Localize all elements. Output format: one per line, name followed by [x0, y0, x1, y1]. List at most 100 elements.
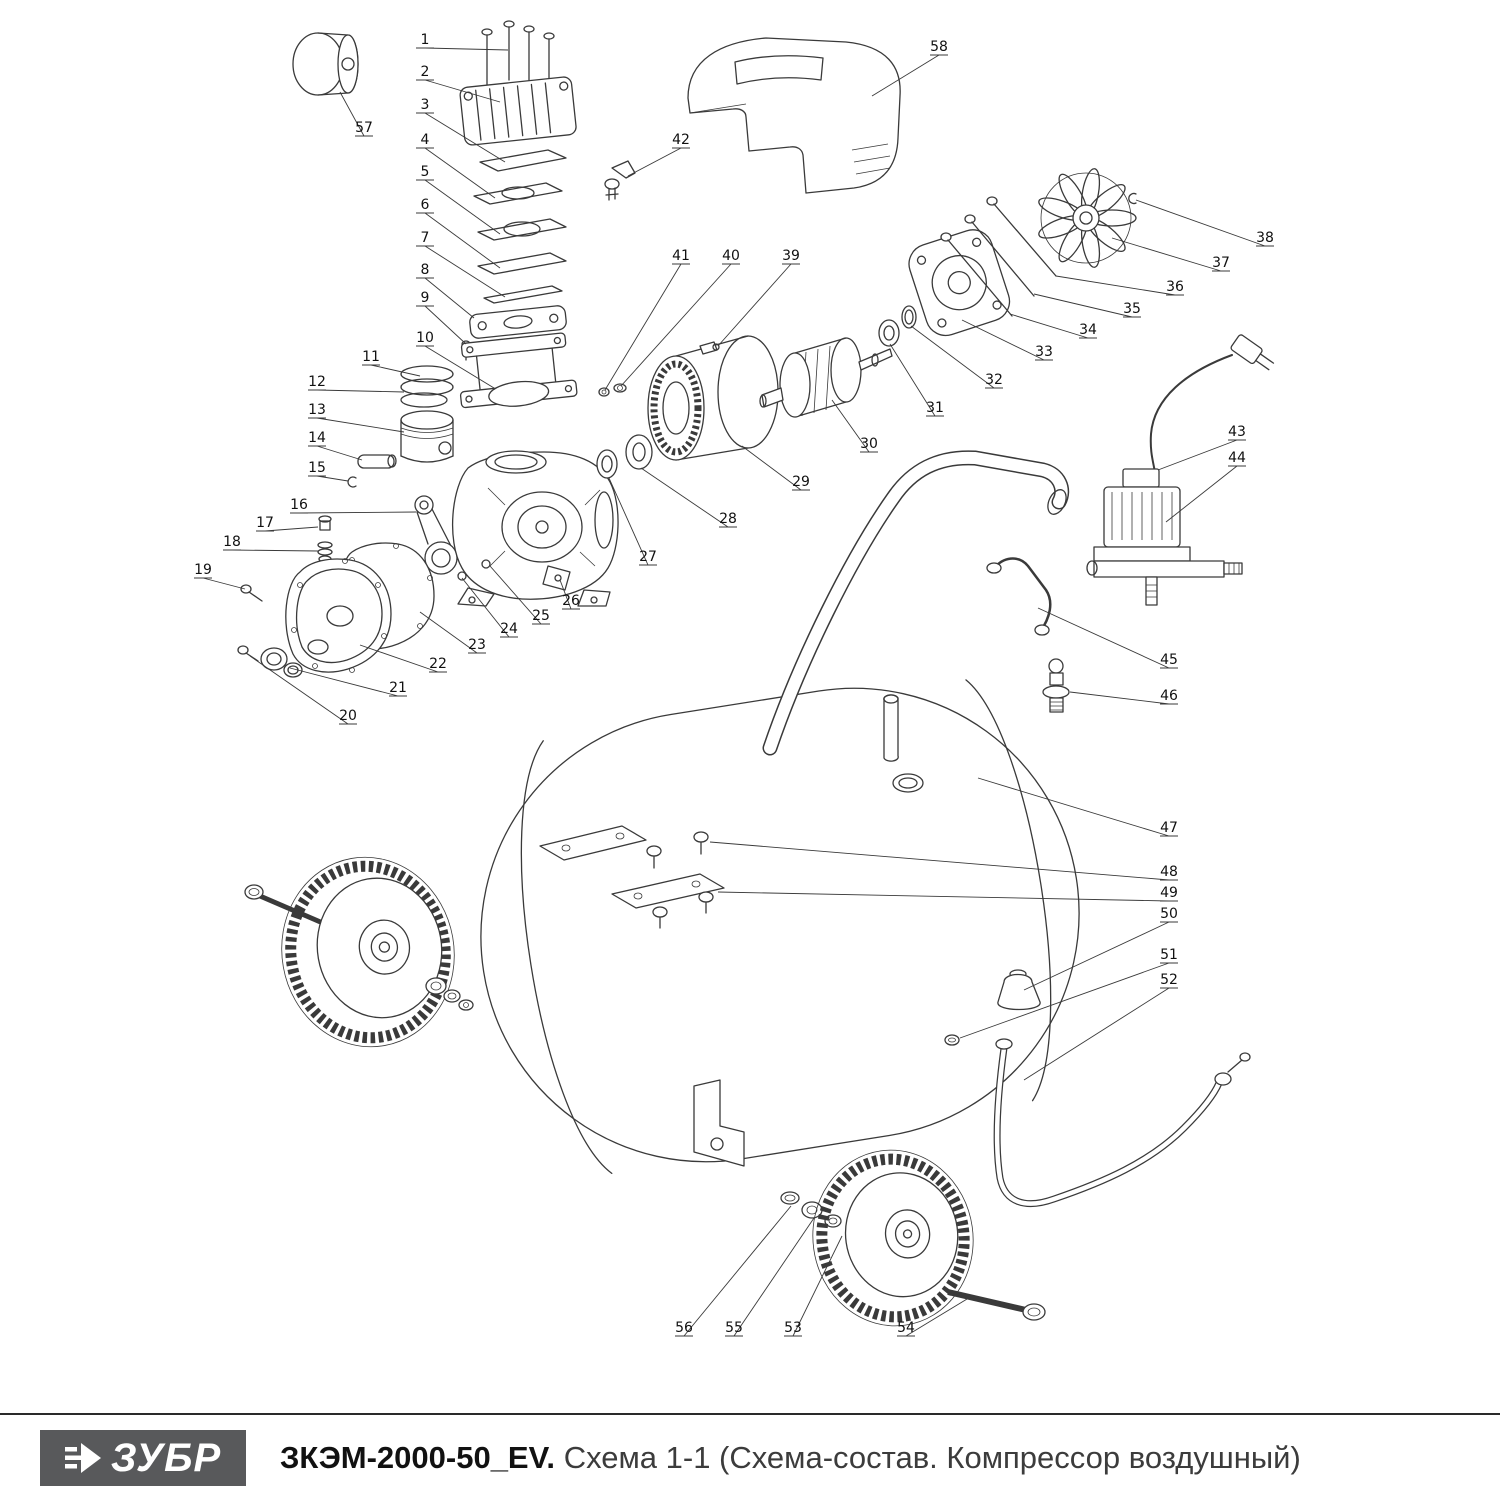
svg-text:55: 55 [725, 1320, 743, 1336]
callout-54: 54 [897, 1295, 973, 1337]
breather-drawing [317, 515, 333, 563]
svg-text:31: 31 [926, 400, 944, 416]
callout-50: 50 [1023, 906, 1178, 991]
svg-text:2: 2 [421, 64, 430, 80]
tank-drawing [480, 679, 1080, 1175]
svg-text:16: 16 [290, 497, 308, 513]
svg-text:52: 52 [1160, 972, 1178, 988]
callout-9: 9 [416, 290, 467, 345]
callout-37: 37 [1111, 237, 1230, 272]
callout-32: 32 [910, 325, 1003, 389]
callout-15: 15 [308, 460, 349, 482]
svg-text:20: 20 [339, 708, 357, 724]
callout-40: 40 [620, 248, 740, 387]
callout-36: 36 [1055, 275, 1184, 296]
tank-port-drawing [892, 773, 924, 793]
washers-55-56-drawing [780, 1191, 842, 1228]
svg-text:56: 56 [675, 1320, 693, 1336]
svg-text:25: 25 [532, 608, 550, 624]
bearing-28-drawing [625, 434, 653, 470]
drain-pipe-drawing [993, 1038, 1251, 1208]
standpipe-drawing [883, 694, 899, 762]
piston-pin-drawing [357, 454, 397, 469]
svg-text:54: 54 [897, 1320, 915, 1336]
callout-28: 28 [640, 467, 737, 528]
callout-24: 24 [461, 577, 518, 638]
callout-38: 38 [1135, 199, 1274, 247]
svg-text:49: 49 [1160, 885, 1178, 901]
svg-text:21: 21 [389, 680, 407, 696]
right-wheel-drawing [812, 1149, 974, 1327]
left-wheel-drawing [281, 856, 455, 1048]
svg-text:50: 50 [1160, 906, 1178, 922]
callout-3: 3 [416, 97, 506, 163]
callout-16: 16 [290, 497, 417, 514]
piston-drawing [400, 410, 454, 463]
mount-plates-drawing [539, 825, 725, 929]
svg-text:7: 7 [421, 230, 430, 246]
callout-2: 2 [416, 64, 501, 103]
callout-26: 26 [559, 579, 580, 610]
callout-25: 25 [489, 565, 550, 625]
svg-text:57: 57 [355, 120, 373, 136]
callout-20: 20 [249, 655, 357, 725]
callout-45: 45 [1037, 607, 1178, 669]
callout-39: 39 [717, 248, 800, 347]
callout-13: 13 [308, 402, 405, 433]
svg-text:41: 41 [672, 248, 690, 264]
svg-text:5: 5 [421, 164, 430, 180]
callout-35: 35 [1033, 293, 1141, 318]
svg-text:45: 45 [1160, 652, 1178, 668]
callout-57: 57 [339, 91, 373, 137]
screw-19-drawing [240, 584, 263, 602]
svg-text:35: 35 [1123, 301, 1141, 317]
nut-51-drawing [944, 1034, 960, 1046]
callout-27: 27 [608, 477, 657, 566]
callout-11: 11 [362, 349, 421, 377]
svg-text:11: 11 [362, 349, 380, 365]
outlet-tube-drawing [986, 557, 1052, 636]
svg-text:3: 3 [421, 97, 430, 113]
svg-text:43: 43 [1228, 424, 1246, 440]
svg-text:13: 13 [308, 402, 326, 418]
svg-text:14: 14 [308, 430, 326, 446]
callout-48: 48 [709, 841, 1178, 881]
circlip-drawing [347, 476, 357, 488]
svg-text:24: 24 [500, 621, 518, 637]
zubr-logo: ЗУБР [40, 1429, 246, 1486]
callout-33: 33 [961, 319, 1053, 361]
rubber-foot-drawing [997, 969, 1041, 1011]
svg-text:6: 6 [421, 197, 430, 213]
svg-text:33: 33 [1035, 344, 1053, 360]
callout-31: 31 [889, 343, 944, 417]
callout-42: 42 [627, 132, 690, 177]
svg-text:29: 29 [792, 474, 810, 490]
svg-text:8: 8 [421, 262, 430, 278]
callout-21: 21 [289, 667, 407, 697]
oil-seal-drawing [596, 449, 618, 479]
svg-text:37: 37 [1212, 255, 1230, 271]
svg-text:51: 51 [1160, 947, 1178, 963]
callout-30: 30 [831, 399, 878, 453]
callout-12: 12 [308, 374, 405, 393]
callout-18: 18 [223, 534, 319, 552]
callout-46: 46 [1069, 688, 1178, 705]
svg-text:47: 47 [1160, 820, 1178, 836]
handle-drawing [762, 450, 1070, 756]
svg-text:9: 9 [421, 290, 430, 306]
rotor-drawing [759, 337, 893, 418]
head-gaskets-drawing [473, 149, 567, 304]
safety-valve-drawing [1042, 658, 1070, 713]
svg-text:4: 4 [421, 132, 430, 148]
washers-left-drawing [425, 977, 474, 1011]
svg-text:26: 26 [562, 593, 580, 609]
callout-17: 17 [256, 515, 319, 532]
svg-text:34: 34 [1079, 322, 1097, 338]
head-bolts-drawing [481, 20, 555, 93]
svg-text:46: 46 [1160, 688, 1178, 704]
fan-clip-drawing [1128, 192, 1137, 205]
callout-14: 14 [308, 430, 363, 461]
svg-text:58: 58 [930, 39, 948, 55]
svg-text:48: 48 [1160, 864, 1178, 880]
